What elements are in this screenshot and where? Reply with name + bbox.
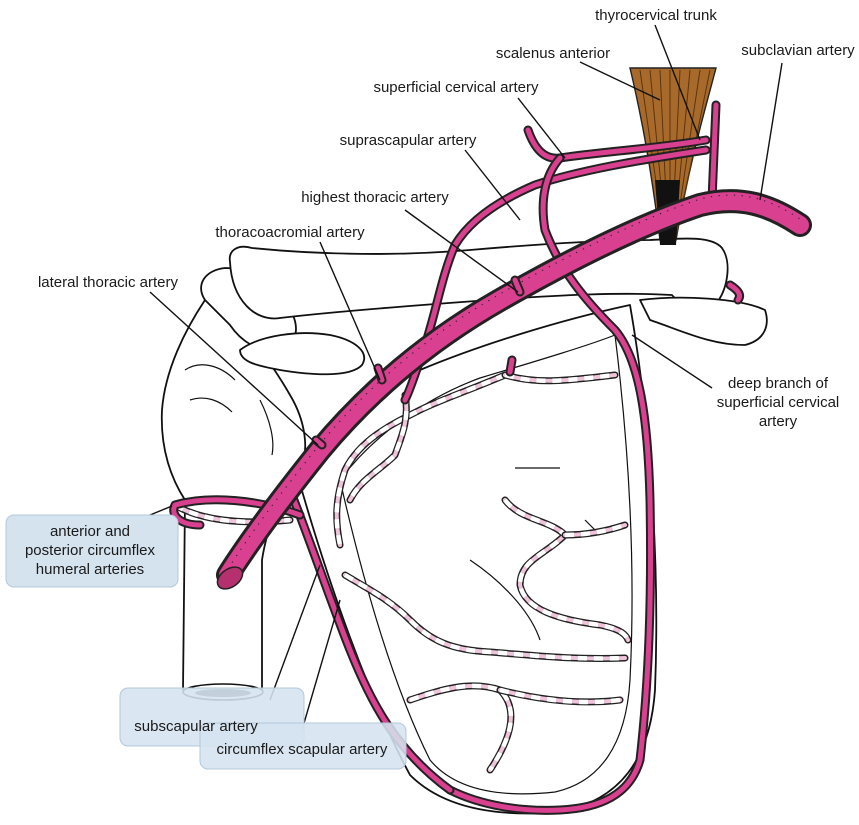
label-superficial-cervical-artery: superficial cervical artery <box>373 79 539 96</box>
label-deep-branch-1: deep branch of <box>728 375 829 392</box>
label-thyrocervical-trunk: thyrocervical trunk <box>595 7 717 24</box>
label-subscapular-artery: subscapular artery <box>134 718 258 735</box>
label-thoracoacromial-artery: thoracoacromial artery <box>215 224 365 241</box>
label-circumflex-humeral-3: humeral arteries <box>36 561 144 578</box>
label-scalenus-anterior: scalenus anterior <box>496 45 610 62</box>
label-subclavian-artery: subclavian artery <box>741 42 855 59</box>
first-rib <box>640 298 767 345</box>
label-suprascapular-artery: suprascapular artery <box>340 132 477 149</box>
label-circumflex-scapular-artery: circumflex scapular artery <box>217 741 388 758</box>
label-circumflex-humeral-1: anterior and <box>50 523 130 540</box>
label-lateral-thoracic-artery: lateral thoracic artery <box>38 274 179 291</box>
label-deep-branch-2: superficial cervical <box>717 394 840 411</box>
label-highest-thoracic-artery: highest thoracic artery <box>301 189 449 206</box>
label-deep-branch-3: artery <box>759 413 798 430</box>
label-circumflex-humeral-2: posterior circumflex <box>25 542 156 559</box>
